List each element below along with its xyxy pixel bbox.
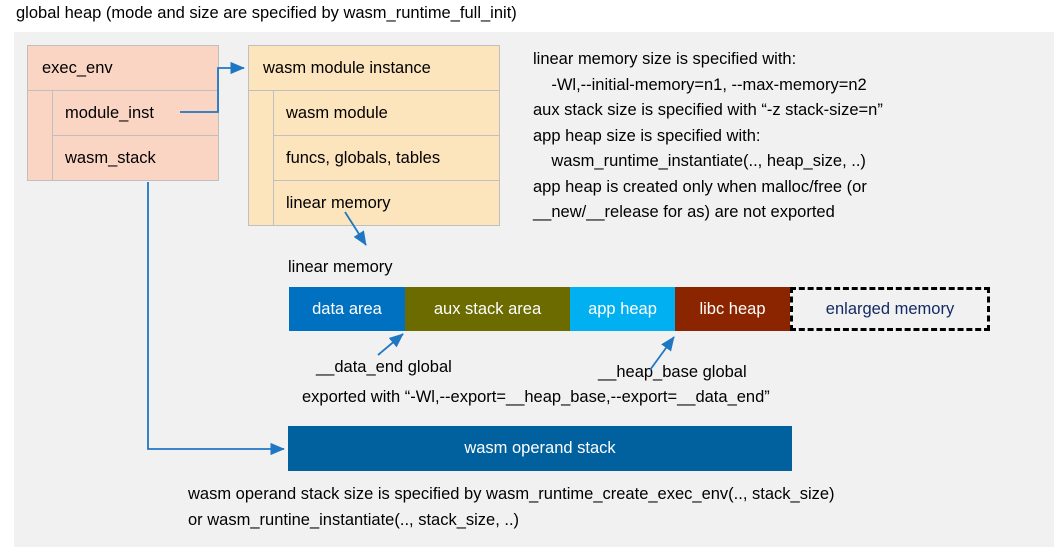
module-instance-row-wasm-module: wasm module: [274, 91, 499, 136]
annotation-exported-with: exported with “-Wl,--export=__heap_base,…: [302, 388, 770, 406]
module-instance-indent-column: [249, 91, 274, 226]
exec-env-box: exec_env module_inst wasm_stack: [27, 45, 219, 181]
linear-memory-strip: data area aux stack area app heap libc h…: [289, 287, 990, 331]
exec-env-row-list: module_inst wasm_stack: [53, 91, 218, 180]
module-instance-rows-wrapper: wasm module funcs, globals, tables linea…: [249, 91, 499, 226]
exec-env-header: exec_env: [28, 46, 218, 91]
exec-env-rows-wrapper: module_inst wasm_stack: [28, 91, 218, 180]
module-instance-row-linear-memory: linear memory: [286, 194, 391, 212]
memory-segment-aux-stack-area: aux stack area: [405, 287, 570, 331]
module-instance-row-list: wasm module funcs, globals, tables linea…: [274, 91, 499, 226]
memory-segment-data-area: data area: [289, 287, 405, 331]
page-title: global heap (mode and size are specified…: [16, 4, 517, 22]
memory-segment-app-heap: app heap: [570, 287, 675, 331]
exec-env-row-wasm-stack: wasm_stack: [65, 148, 156, 167]
memory-segment-enlarged-memory: enlarged memory: [790, 287, 990, 331]
linear-memory-label: linear memory: [288, 258, 393, 276]
linear-memory-notes: linear memory size is specified with: -W…: [533, 50, 883, 221]
annotation-heap-base-global: __heap_base global: [598, 363, 747, 381]
module-instance-header: wasm module instance: [249, 46, 499, 91]
wasm-module-instance-box: wasm module instance wasm module funcs, …: [248, 45, 500, 226]
operand-stack-note: wasm operand stack size is specified by …: [188, 485, 835, 529]
exec-env-indent-column: [28, 91, 53, 180]
wasm-operand-stack-bar: wasm operand stack: [288, 426, 792, 471]
memory-segment-libc-heap: libc heap: [675, 287, 790, 331]
exec-env-row-module-inst: module_inst: [53, 91, 218, 136]
module-instance-row-funcs-globals-tables: funcs, globals, tables: [274, 136, 499, 181]
annotation-data-end-global: __data_end global: [316, 358, 452, 376]
